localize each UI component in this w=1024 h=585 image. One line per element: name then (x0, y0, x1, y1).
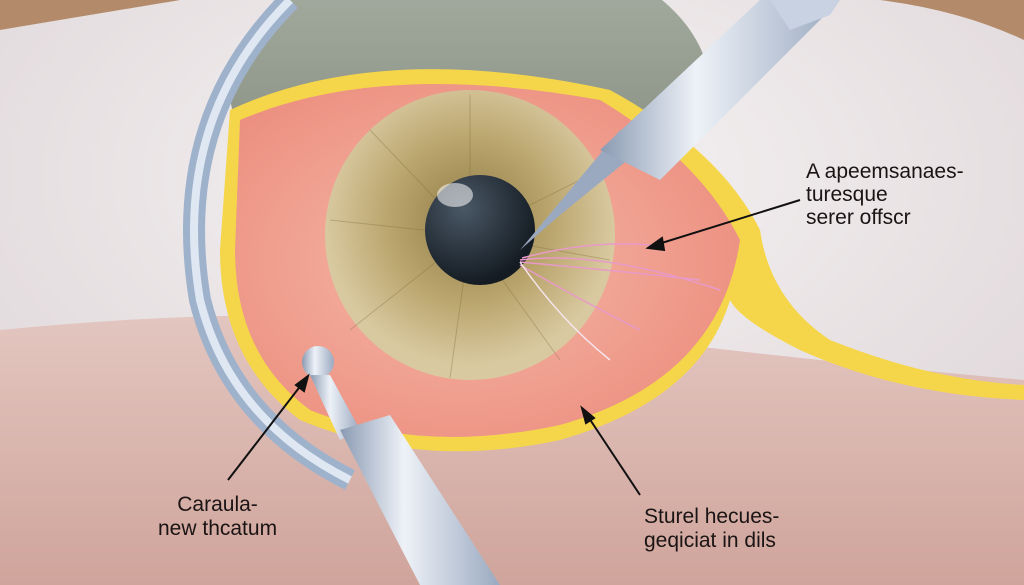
eyelid-edge-right (880, 0, 1024, 40)
eyelid-edge-left (0, 0, 180, 30)
skin-region (0, 315, 1024, 585)
surgical-instrument-bottom (302, 346, 500, 585)
label-top-right: A apeemsanaes- turesque serer offscr (806, 160, 964, 229)
pupil-highlight (437, 183, 473, 207)
label-bottom-left: Caraula- new thcatum (158, 493, 278, 540)
fibers (519, 243, 721, 361)
label-bottom-center: Sturel hecues- geqiciat in dils (644, 505, 780, 552)
surgical-instrument-top (520, 0, 840, 250)
